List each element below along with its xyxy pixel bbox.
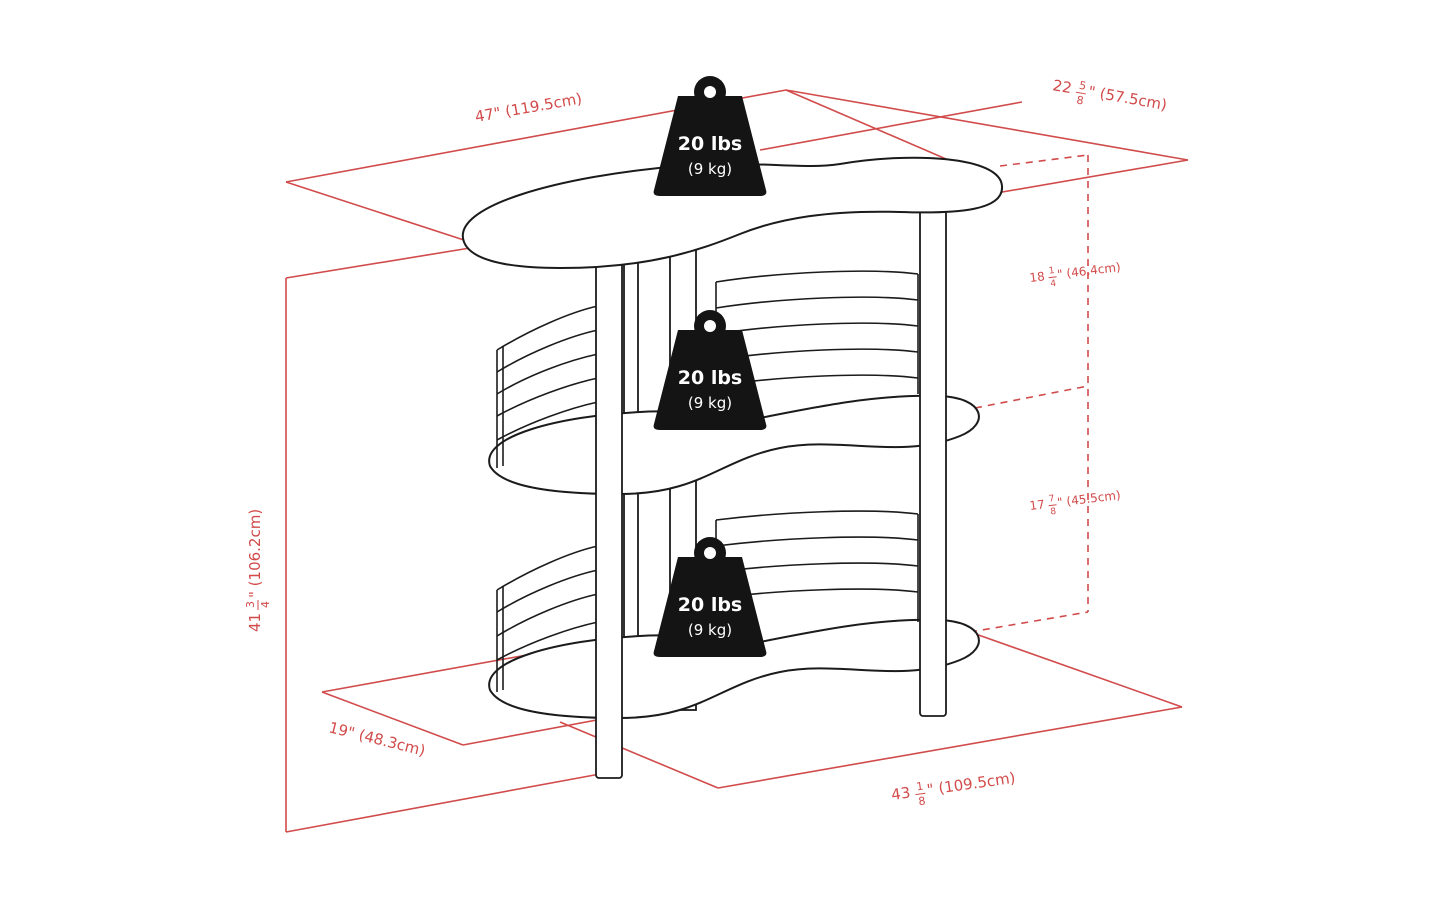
left-rails-bottom [496,545,599,692]
lower-gap-fraction-bar [1048,504,1057,507]
top-width-label: 47" (119.5cm) [474,89,584,126]
height-numerator: 3 [244,601,257,608]
base-depth-line [321,691,464,746]
lower-gap-denominator: 8 [1050,507,1057,518]
bottom-shelf-guide [969,611,1089,633]
weight-icon [653,330,767,430]
upper-gap-fraction-bar [1048,276,1057,279]
lower-gap-numerator: 7 [1048,494,1055,505]
weight-badge-bottom: 20 lbs (9 kg) [653,537,767,657]
height-rest: " (106.2cm) [246,509,264,598]
dimension-lines [285,89,1189,833]
weight-middle-kg: (9 kg) [688,394,732,412]
top-depth-line [785,89,1189,161]
weight-icon [653,557,767,657]
base-width-rest: " (109.5cm) [926,769,1017,799]
upper-gap-denominator: 4 [1050,279,1057,290]
base-width-label: 43 1 8 " (109.5cm) [890,769,1017,809]
top-depth-whole: 22 [1051,76,1073,97]
base-width-line [717,706,1183,789]
weight-badge-top: 20 lbs (9 kg) [653,76,767,196]
base-width-extension-right [969,631,1183,708]
weight-icon [653,96,767,196]
lower-gap-whole: 17 [1029,497,1046,513]
weight-badge-middle: 20 lbs (9 kg) [653,310,767,430]
top-depth-denominator: 8 [1076,94,1085,108]
weight-middle-lbs: 20 lbs [678,367,742,389]
top-width-extension-right [785,89,961,166]
base-width-numerator: 1 [916,780,925,794]
base-width-fraction-bar [915,792,926,796]
weight-top-kg: (9 kg) [688,160,732,178]
top-depth-extension-right [984,159,1189,196]
front-post-right [919,209,947,717]
height-bottom-extension [285,773,601,833]
height-whole: 41 [246,613,264,632]
base-depth-label: 19" (48.3cm) [327,718,427,759]
top-depth-fraction-bar [1075,91,1086,95]
upper-gap-rest: " (46.4cm) [1056,260,1121,282]
base-width-whole: 43 [890,783,911,803]
top-depth-numerator: 5 [1078,79,1087,93]
base-depth-text: 19" (48.3cm) [327,718,427,759]
weight-bottom-lbs: 20 lbs [678,594,742,616]
top-depth-extension [759,101,1023,151]
lower-gap-rest: " (45.5cm) [1056,488,1121,510]
lower-gap-label: 17 7 8 " (45.5cm) [1029,488,1122,518]
stand-drawing [461,156,1004,779]
height-denominator: 4 [259,601,272,608]
top-width-text: 47" (119.5cm) [474,89,584,126]
upper-gap-label: 18 1 4 " (46.4cm) [1029,260,1122,290]
front-post-left [595,261,623,779]
weight-bottom-kg: (9 kg) [688,621,732,639]
top-depth-label: 22 5 8 " (57.5cm) [1051,76,1169,114]
base-width-extension-left [559,721,719,789]
top-width-extension-left [285,181,471,243]
height-top-extension [285,247,471,279]
height-label: 41 3 4 " (106.2cm) [244,509,272,632]
upper-gap-numerator: 1 [1048,266,1055,277]
base-width-denominator: 8 [918,794,927,808]
top-depth-rest: " (57.5cm) [1087,82,1169,114]
weight-top-lbs: 20 lbs [678,133,742,155]
middle-shelf-guide [974,385,1089,409]
top-shelf-guide [999,154,1089,167]
left-rails-middle [496,305,599,468]
upper-gap-whole: 18 [1029,269,1046,285]
